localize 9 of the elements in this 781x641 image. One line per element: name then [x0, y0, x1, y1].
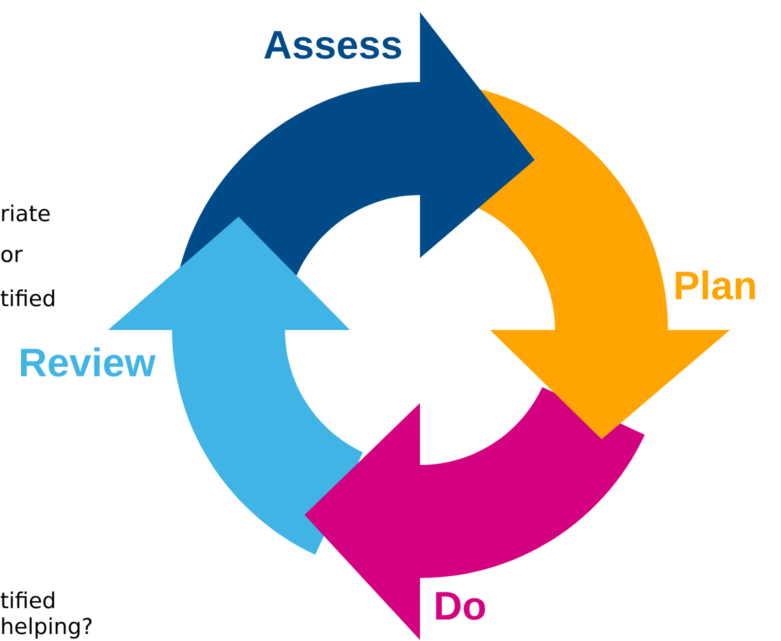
text-fragment: tified	[0, 290, 54, 306]
stage-label: Review	[21, 347, 156, 377]
stage-label: Plan	[676, 270, 755, 300]
text-fragment: helping?	[2, 617, 92, 639]
stage-label: Do	[436, 592, 485, 620]
stage-label: Assess	[264, 31, 402, 59]
text-fragment: riate	[2, 204, 50, 222]
text-fragment: or	[1, 250, 23, 262]
text-fragment: tified	[0, 592, 54, 608]
